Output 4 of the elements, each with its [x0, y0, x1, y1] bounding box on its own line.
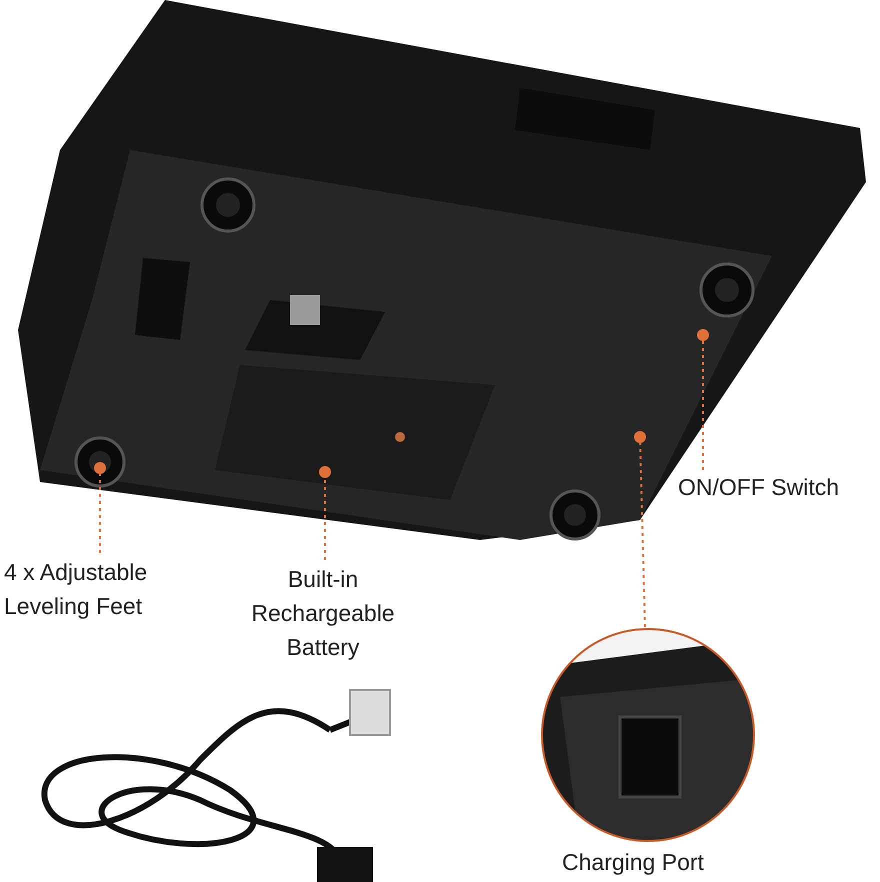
callout-text: 4 x Adjustable Leveling Feet: [4, 555, 176, 623]
callout-text: Built-in Rechargeable Battery: [232, 562, 414, 664]
callout-text: ON/OFF Switch: [678, 470, 878, 504]
callout-text: Charging Port: [562, 848, 704, 877]
